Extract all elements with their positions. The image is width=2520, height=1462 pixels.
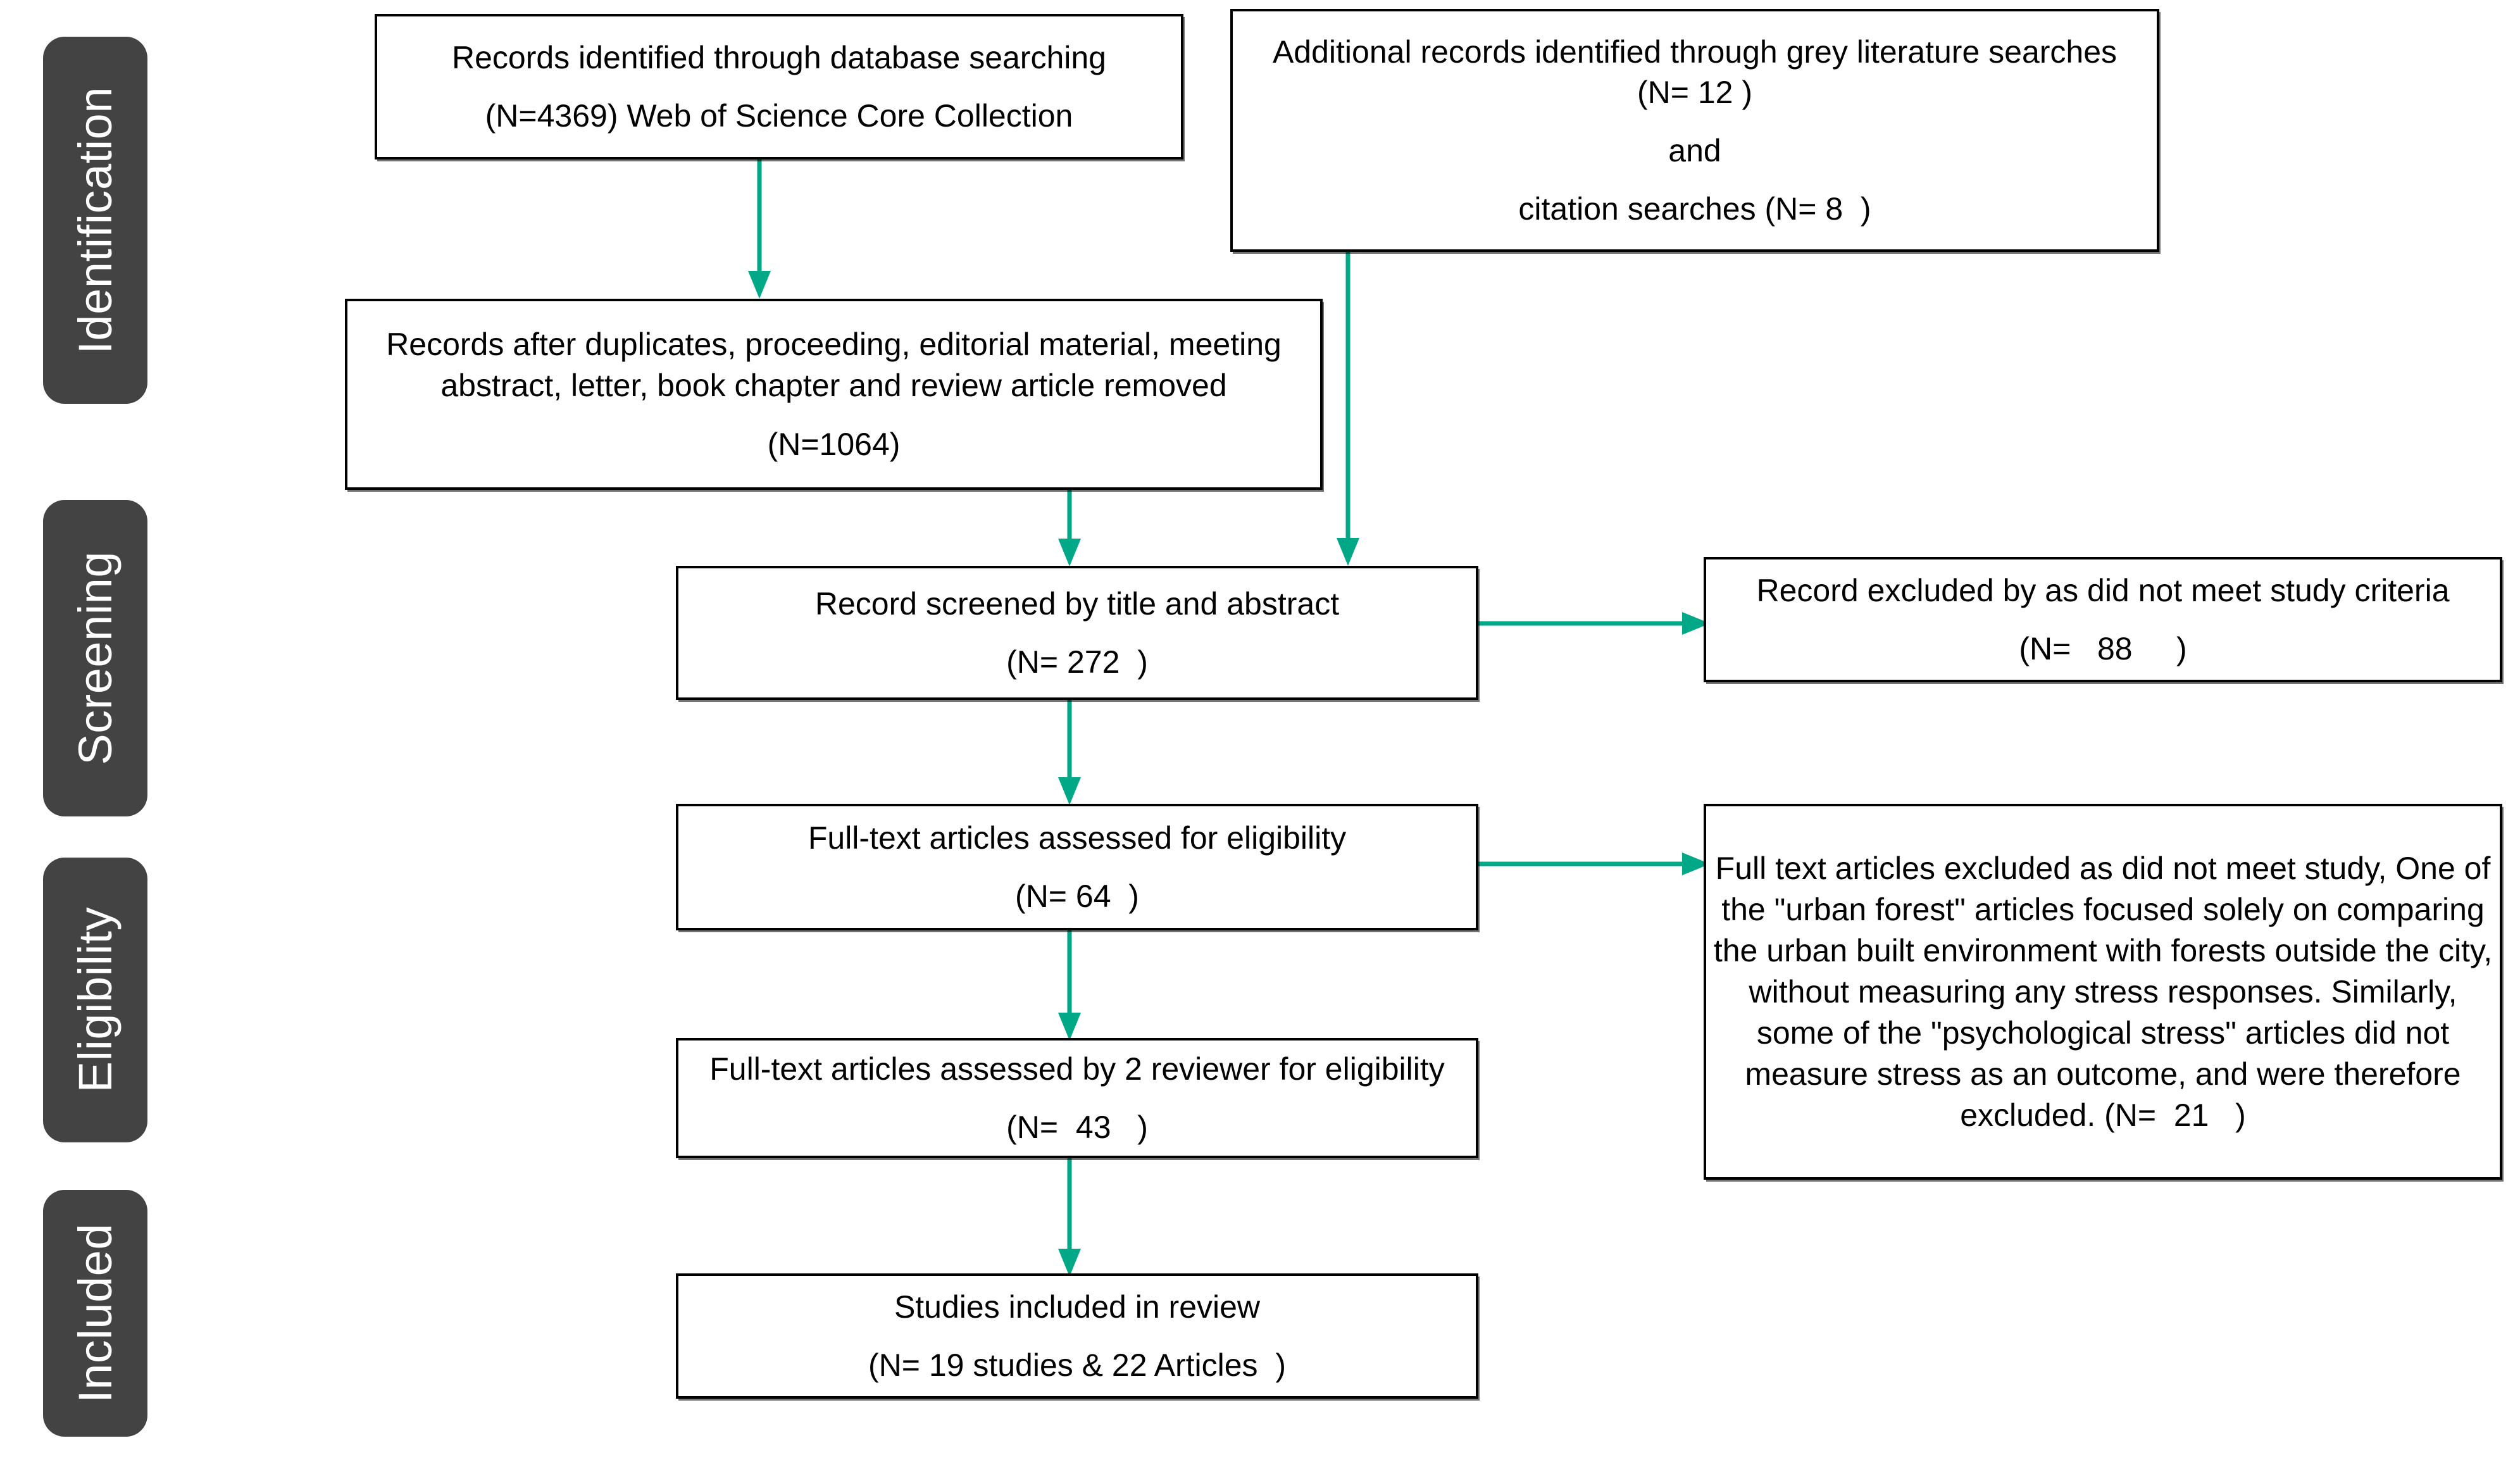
phase-label-included: Included xyxy=(43,1190,147,1437)
phase-label-identification-text: Identification xyxy=(68,86,122,354)
connector-fulltext-to-excluded xyxy=(1475,851,1712,877)
arrow-down-icon xyxy=(748,271,771,299)
box-fulltext-assessed-two-reviewers-line-1: Full-text articles assessed by 2 reviewe… xyxy=(709,1051,1445,1087)
box-record-excluded-line-1: Record excluded by as did not meet study… xyxy=(1756,573,2450,608)
box-fulltext-assessed-eligibility: Full-text articles assessed for eligibil… xyxy=(676,804,1478,930)
arrow-down-icon xyxy=(1058,539,1081,566)
box-record-excluded: Record excluded by as did not meet study… xyxy=(1704,557,2502,682)
box-fulltext-assessed-eligibility-line-2: (N= 64 ) xyxy=(1015,878,1139,914)
connector-database-to-duplicates xyxy=(747,158,772,301)
connector-two-reviewers-to-included xyxy=(1057,1158,1082,1278)
connector-screened-to-fulltext xyxy=(1057,687,1082,807)
box-fulltext-assessed-two-reviewers-line-2: (N= 43 ) xyxy=(1006,1109,1148,1145)
arrow-down-icon xyxy=(1058,1249,1081,1277)
connector-grey-to-screened xyxy=(1335,252,1361,568)
box-additional-records-grey-literature-line-4: citation searches (N= 8 ) xyxy=(1518,191,1871,227)
box-fulltext-excluded-text: Full text articles excluded as did not m… xyxy=(1713,850,2502,1133)
phase-label-eligibility: Eligibility xyxy=(43,858,147,1142)
box-studies-included-line-2: (N= 19 studies & 22 Articles ) xyxy=(868,1347,1286,1383)
box-additional-records-grey-literature: Additional records identified through gr… xyxy=(1230,9,2159,252)
box-studies-included: Studies included in review (N= 19 studie… xyxy=(676,1273,1478,1399)
box-additional-records-grey-literature-line-3: and xyxy=(1668,133,1721,168)
connector-screened-to-excluded xyxy=(1475,611,1712,636)
box-records-after-duplicates-line-1: Records after duplicates, proceeding, ed… xyxy=(386,326,1282,362)
box-record-screened-line-2: (N= 272 ) xyxy=(1006,644,1148,680)
box-fulltext-assessed-two-reviewers: Full-text articles assessed by 2 reviewe… xyxy=(676,1038,1478,1158)
box-fulltext-assessed-eligibility-line-1: Full-text articles assessed for eligibil… xyxy=(808,820,1347,856)
box-record-excluded-line-2: (N= 88 ) xyxy=(2019,631,2187,666)
connector-fulltext-to-two-reviewers xyxy=(1057,925,1082,1042)
box-records-after-duplicates: Records after duplicates, proceeding, ed… xyxy=(345,299,1323,490)
phase-label-eligibility-text: Eligibility xyxy=(68,907,122,1093)
arrow-right-icon xyxy=(1682,612,1710,635)
box-fulltext-excluded: Full text articles excluded as did not m… xyxy=(1704,804,2502,1180)
arrow-down-icon xyxy=(1337,538,1359,566)
box-records-after-duplicates-line-3: (N=1064) xyxy=(767,426,901,462)
box-records-after-duplicates-line-2: abstract, letter, book chapter and revie… xyxy=(440,367,1227,403)
arrow-down-icon xyxy=(1058,777,1081,805)
arrow-down-icon xyxy=(1058,1013,1081,1040)
arrow-right-icon xyxy=(1682,853,1710,875)
box-record-screened-line-1: Record screened by title and abstract xyxy=(814,586,1340,622)
box-additional-records-grey-literature-line-2: (N= 12 ) xyxy=(1637,75,1752,110)
phase-label-included-text: Included xyxy=(68,1223,122,1403)
box-records-identified-database-line-2: (N=4369) Web of Science Core Collection xyxy=(485,98,1073,134)
box-record-screened: Record screened by title and abstract (N… xyxy=(676,566,1478,700)
box-studies-included-line-1: Studies included in review xyxy=(894,1289,1261,1325)
phase-label-screening-text: Screening xyxy=(68,551,122,765)
phase-label-screening: Screening xyxy=(43,500,147,816)
box-records-identified-database-line-1: Records identified through database sear… xyxy=(451,40,1106,75)
box-records-identified-database: Records identified through database sear… xyxy=(375,14,1183,159)
phase-label-identification: Identification xyxy=(43,37,147,404)
box-additional-records-grey-literature-line-1: Additional records identified through gr… xyxy=(1272,34,2118,70)
